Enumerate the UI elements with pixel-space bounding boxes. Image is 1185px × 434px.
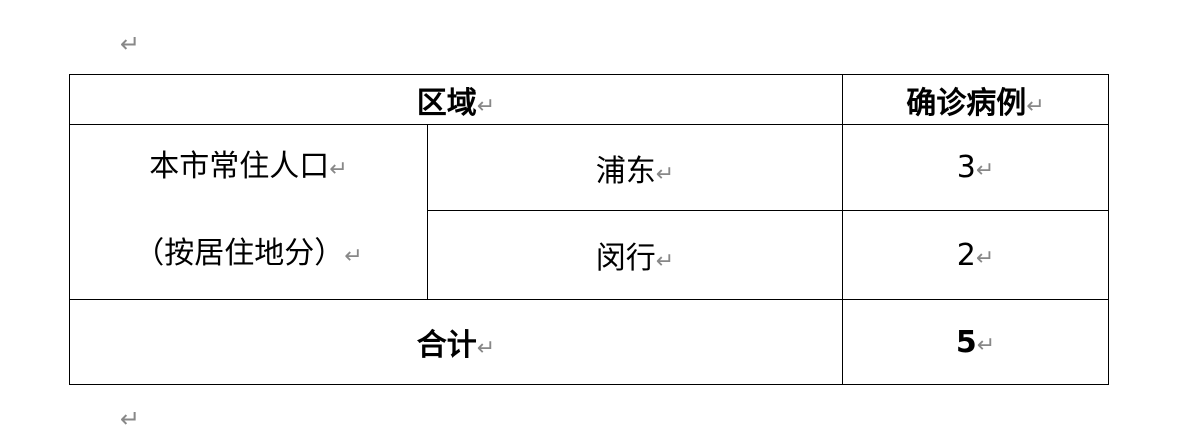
header-cases: 确诊病例↵ [842,74,1109,125]
group-label: 本市常住人口↵（按居住地分）↵ [69,124,428,300]
total-cases: 5↵ [842,299,1109,385]
paragraph-mark: ↵ [120,405,141,433]
cases-cell: 2↵ [842,210,1109,300]
district-cell: 闵行↵ [427,210,843,300]
case-table: 区域↵ 确诊病例↵ 本市常住人口↵（按居住地分）↵ 浦东↵ 3↵ 闵行↵ 2↵ … [69,74,1109,385]
cases-cell: 3↵ [842,123,1109,212]
district-cell: 浦东↵ [427,123,843,212]
total-label: 合计↵ [69,299,843,385]
paragraph-mark: ↵ [120,30,141,58]
header-region: 区域↵ [69,74,843,125]
